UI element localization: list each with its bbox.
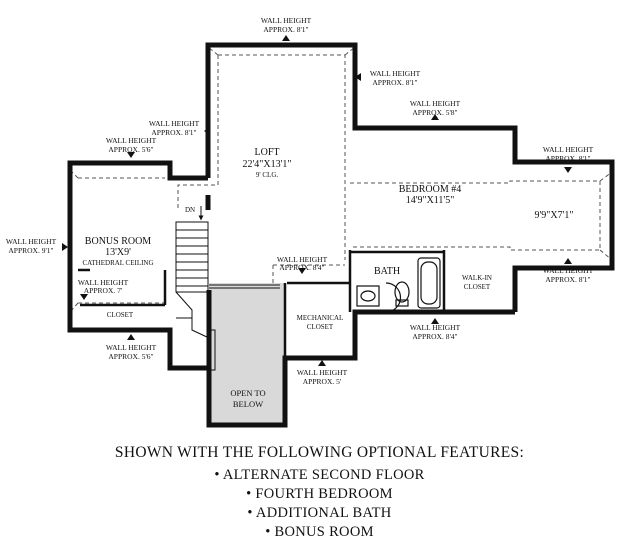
wall-height-bonus-inside-value: APPROX. 7': [84, 286, 123, 295]
wall-height-loft-right-value: APPROX. 8'1": [372, 78, 417, 87]
bathtub-icon: [417, 257, 441, 309]
wall-height-arrows: [62, 35, 572, 366]
wall-height-bonus-inside-label: WALL HEIGHT: [78, 278, 129, 287]
room-labels: LOFT 22'4"X13'1" 9' CLG. BEDROOM #4 14'9…: [82, 147, 573, 409]
wall-height-mechanical-bottom-label: WALL HEIGHT: [297, 368, 348, 377]
bonus-room-ceiling: CATHEDRAL CEILING: [82, 259, 153, 267]
walk-in-closet-line1: WALK-IN: [462, 274, 492, 282]
wall-height-bedroom-right-bottom-value: APPROX. 8'1": [545, 275, 590, 284]
walk-in-closet-line2: CLOSET: [464, 283, 491, 291]
floor-plan: WALL HEIGHT APPROX. 8'1" WALL HEIGHT APP…: [6, 16, 615, 428]
bedroom4-name: BEDROOM #4: [399, 184, 462, 195]
stair-down-label: DN: [185, 206, 195, 214]
feature-item: • BONUS ROOM: [265, 524, 374, 540]
sink-icon: [356, 285, 380, 307]
open-to-below-area: [209, 283, 285, 423]
wall-height-bonus-left-value: APPROX. 9'1": [8, 246, 53, 255]
bedroom4-alcove-size: 9'9"X7'1": [535, 210, 574, 221]
wall-height-bedroom-right-top-value: APPROX. 8'1": [545, 154, 590, 163]
bonus-room-size: 13'X9': [105, 247, 131, 258]
wall-height-mechanical-bottom-value: APPROX. 5': [303, 377, 342, 386]
wall-height-bonus-top-label: WALL HEIGHT: [106, 136, 157, 145]
bonus-room-name: BONUS ROOM: [85, 236, 152, 247]
stair: [175, 206, 280, 339]
loft-size: 22'4"X13'1": [243, 159, 292, 170]
wall-height-bedroom-right-top-label: WALL HEIGHT: [543, 145, 594, 154]
wall-height-labels: WALL HEIGHT APPROX. 8'1" WALL HEIGHT APP…: [6, 16, 594, 386]
wall-height-loft-left-label: WALL HEIGHT: [149, 119, 200, 128]
mechanical-closet-line1: MECHANICAL: [297, 314, 344, 322]
wall-height-bath-bottom-value: APPROX. 8'4": [412, 332, 457, 341]
wall-height-bedroom-top-label: WALL HEIGHT: [410, 99, 461, 108]
feature-item: • FOURTH BEDROOM: [246, 486, 393, 502]
wall-height-bonus-left-label: WALL HEIGHT: [6, 237, 57, 246]
wall-height-loft-left-value: APPROX. 8'1": [151, 128, 196, 137]
mechanical-closet-line2: CLOSET: [307, 323, 334, 331]
caption-title: SHOWN WITH THE FOLLOWING OPTIONAL FEATUR…: [114, 444, 525, 461]
open-to-below-line1: OPEN TO: [230, 388, 265, 398]
feature-item: • ALTERNATE SECOND FLOOR: [214, 467, 425, 483]
bedroom4-size: 14'9"X11'5": [406, 195, 455, 206]
partitions: [78, 250, 446, 368]
closet-name: CLOSET: [107, 311, 134, 319]
wall-height-landing-value: APPROX. 8'4": [279, 263, 324, 272]
wall-height-bonus-top-value: APPROX. 5'6": [108, 145, 153, 154]
ceiling-lines: [69, 46, 613, 313]
wall-height-bedroom-right-bottom-label: WALL HEIGHT: [543, 266, 594, 275]
railing: [209, 329, 216, 371]
toilet-icon: [394, 281, 410, 303]
wall-height-bedroom-top-value: APPROX. 5'8": [412, 108, 457, 117]
wall-height-bath-bottom-label: WALL HEIGHT: [410, 323, 461, 332]
wall-height-loft-right-label: WALL HEIGHT: [370, 69, 421, 78]
loft-name: LOFT: [255, 147, 280, 158]
wall-height-landing-label: WALL HEIGHT: [277, 255, 328, 264]
wall-height-bonus-bottom-value: APPROX. 5'6": [108, 352, 153, 361]
loft-ceiling: 9' CLG.: [256, 171, 279, 179]
feature-item: • ADDITIONAL BATH: [247, 505, 392, 521]
wall-height-top-loft-label: WALL HEIGHT: [261, 16, 312, 25]
open-to-below-line2: BELOW: [233, 399, 263, 409]
bath-fixtures: [356, 257, 441, 313]
wall-height-top-loft-value: APPROX. 8'1": [263, 25, 308, 34]
bath-name: BATH: [374, 266, 400, 277]
wall-height-bonus-bottom-label: WALL HEIGHT: [106, 343, 157, 352]
